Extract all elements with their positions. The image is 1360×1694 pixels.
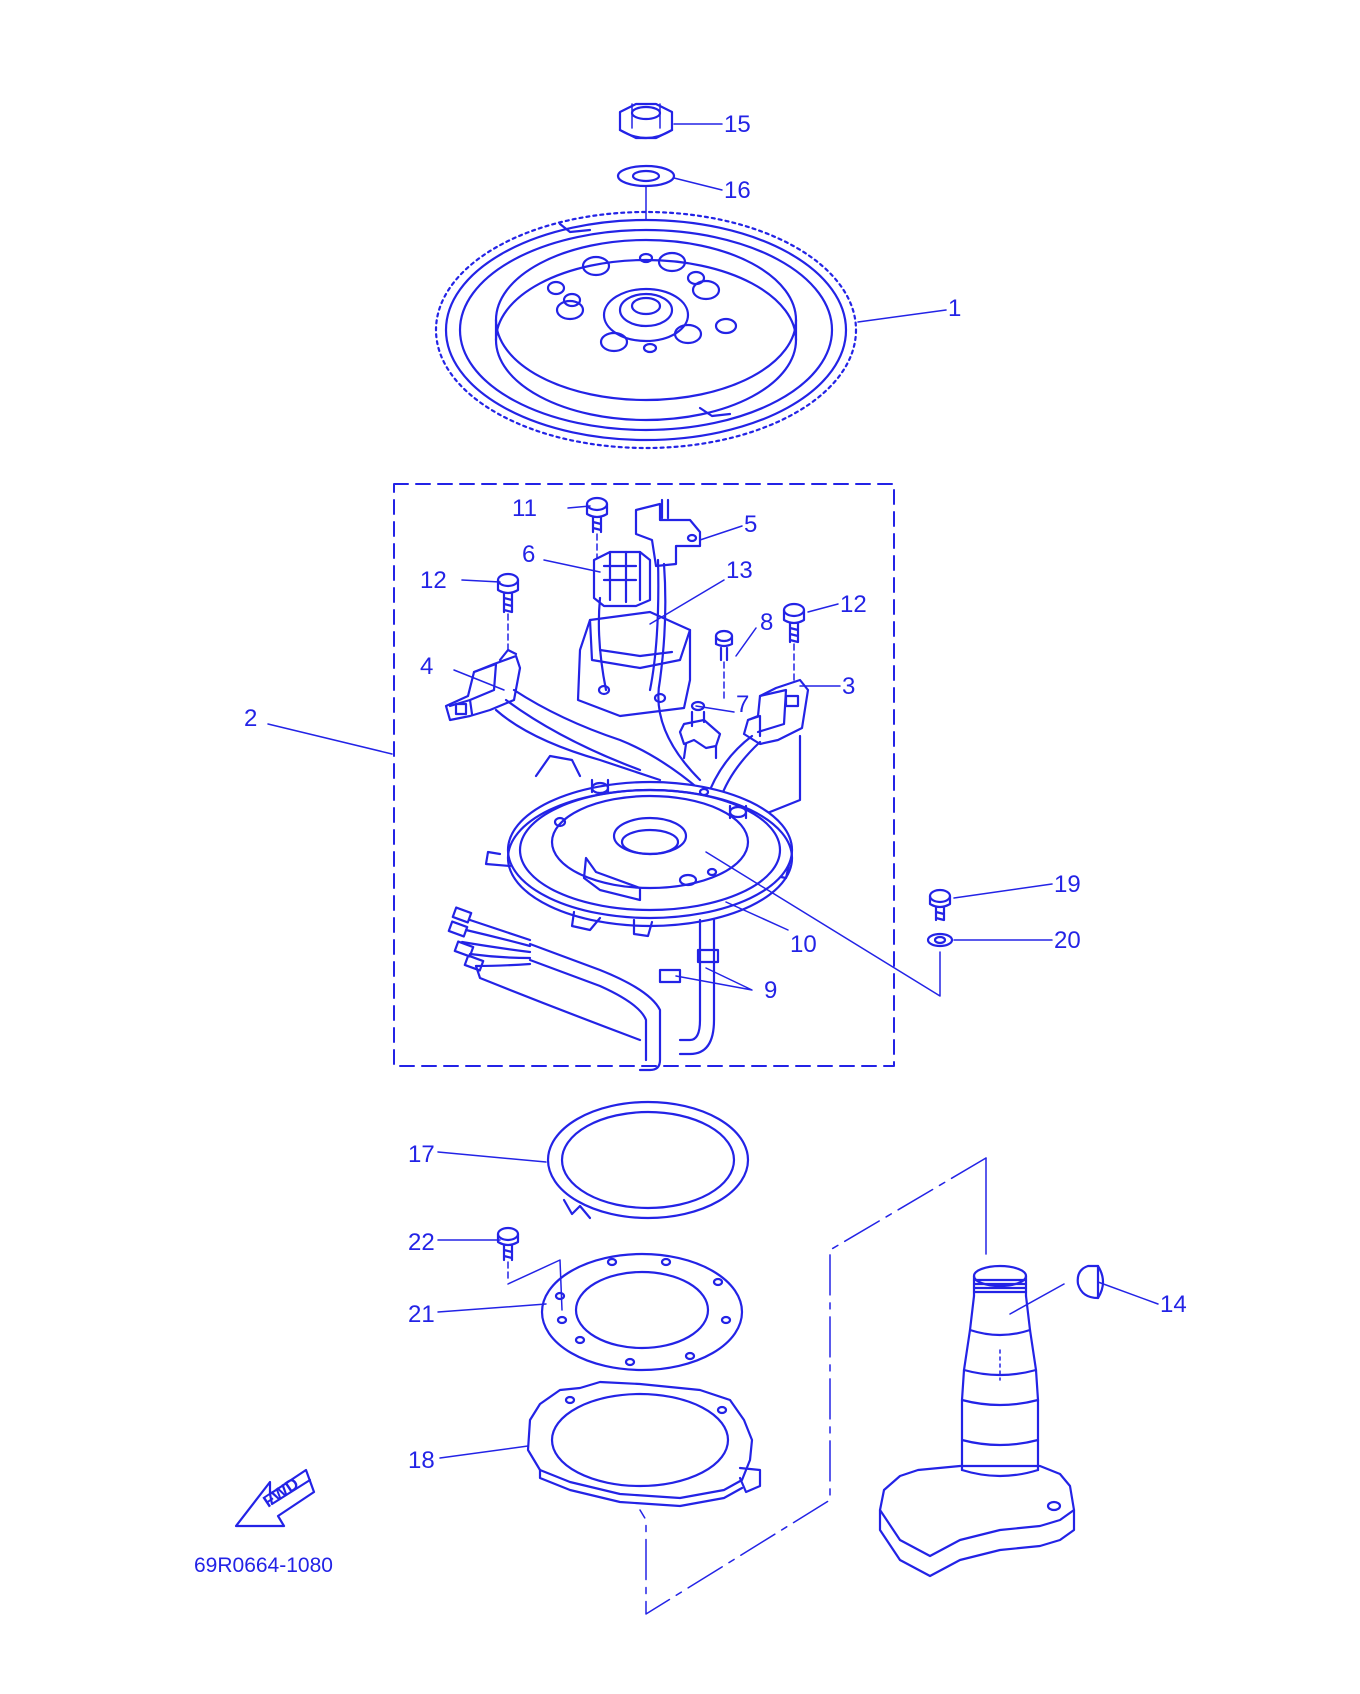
callout-21: 21	[408, 1301, 435, 1328]
fwd-direction-icon: FWD	[234, 1468, 316, 1528]
part-10-stator-base	[484, 754, 794, 938]
callout-19: 19	[1054, 871, 1081, 898]
part-21-plate	[540, 1252, 744, 1372]
part-7-clamp	[678, 700, 722, 760]
callout-3: 3	[842, 673, 855, 700]
assembly-line	[639, 1157, 987, 1615]
callout-1: 1	[948, 295, 961, 322]
callout-6: 6	[522, 541, 535, 568]
callout-20: 20	[1054, 927, 1081, 954]
crankshaft	[878, 1264, 1076, 1578]
callout-16: 16	[724, 177, 751, 204]
leader-lines	[267, 123, 1159, 1459]
part-18-gasket	[526, 1380, 762, 1508]
part-19-screw	[928, 888, 952, 922]
callout-8: 8	[760, 609, 773, 636]
part-22-screw	[496, 1226, 563, 1311]
callout-13: 13	[726, 557, 753, 584]
part-20-washer	[926, 932, 954, 948]
part-6-charge-coil	[592, 550, 652, 692]
wire-harness	[447, 906, 720, 1072]
callout-17: 17	[408, 1141, 435, 1168]
callout-7: 7	[736, 691, 749, 718]
stator-assembly-boundary	[393, 483, 895, 1067]
part-19-fit-line	[705, 851, 941, 997]
callout-labels: 15 16 1 2 3 4 5 6 7 8 9 10 11 12 12 13 1…	[244, 111, 1187, 1474]
callout-15: 15	[724, 111, 751, 138]
part-15-nut	[618, 102, 674, 140]
part-8-screw	[714, 629, 734, 701]
part-14-woodruff-key	[1076, 1264, 1105, 1300]
drawing-code: 69R0664-1080	[194, 1554, 333, 1577]
part-5-pulser-coil	[634, 498, 702, 782]
callout-10: 10	[790, 931, 817, 958]
part-4-ignition-coil-left	[444, 648, 702, 792]
callout-22: 22	[408, 1229, 435, 1256]
callout-14: 14	[1160, 1291, 1187, 1318]
part-12-screw-left	[496, 572, 520, 651]
callout-5: 5	[744, 511, 757, 538]
callout-9: 9	[764, 977, 777, 1004]
callout-4: 4	[420, 653, 433, 680]
part-11-screw	[585, 496, 609, 559]
part-12-screw-right	[782, 602, 806, 681]
part-1-flywheel	[434, 210, 858, 450]
part-13-coil-cover	[576, 610, 692, 718]
callout-18: 18	[408, 1447, 435, 1474]
callout-12-right: 12	[840, 591, 867, 618]
callout-12-left: 12	[420, 567, 447, 594]
callout-2: 2	[244, 705, 257, 732]
callout-11: 11	[512, 495, 537, 522]
part-16-washer	[616, 164, 676, 188]
fwd-label: FWD	[260, 1474, 303, 1511]
part-17-ring	[546, 1100, 750, 1220]
